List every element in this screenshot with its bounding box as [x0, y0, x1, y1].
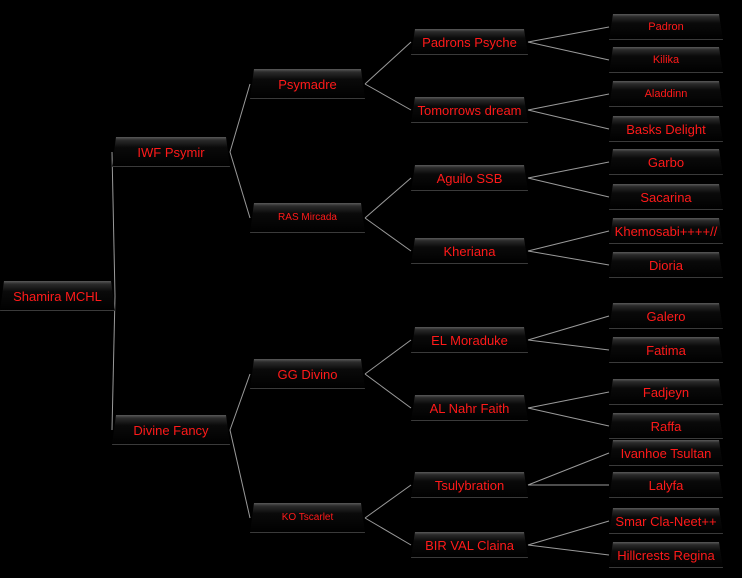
pedigree-node-aguilo-ssb: Aguilo SSB [411, 165, 528, 191]
connector-bir-val-claina-to-smar-cla-neet [527, 520, 610, 546]
pedigree-node-ivanhoe-tsultan: Ivanhoe Tsultan [609, 440, 723, 466]
pedigree-node-dioria: Dioria [609, 252, 723, 278]
pedigree-node-padrons-psyche: Padrons Psyche [411, 29, 528, 55]
pedigree-node-psymadre: Psymadre [250, 69, 365, 99]
pedigree-node-galero: Galero [609, 303, 723, 329]
connector-psymadre-to-tomorrows-dream [364, 83, 412, 111]
connector-aguilo-ssb-to-sacarina [527, 177, 610, 198]
pedigree-node-kheriana: Kheriana [411, 238, 528, 264]
connector-shamira-mchl-to-iwf-psymir [111, 151, 116, 297]
connector-tomorrows-dream-to-aladdinn [527, 93, 610, 111]
pedigree-node-tomorrows-dream: Tomorrows dream [411, 97, 528, 123]
pedigree-node-garbo: Garbo [609, 149, 723, 175]
connector-ko-tscarlet-to-bir-val-claina [364, 517, 412, 546]
connector-tomorrows-dream-to-basks-delight [527, 109, 610, 130]
pedigree-node-fadjeyn: Fadjeyn [609, 379, 723, 405]
pedigree-node-ko-tscarlet: KO Tscarlet [250, 503, 365, 533]
connector-padrons-psyche-to-padron [527, 26, 610, 43]
pedigree-node-tsulybration: Tsulybration [411, 472, 528, 498]
connector-divine-fancy-to-ko-tscarlet [229, 429, 251, 519]
connector-ras-mircada-to-aguilo-ssb [364, 177, 412, 219]
connector-divine-fancy-to-gg-divino [229, 373, 251, 431]
connector-gg-divino-to-al-nahr-faith [364, 373, 412, 409]
pedigree-node-iwf-psymir: IWF Psymir [112, 137, 230, 167]
connector-ras-mircada-to-kheriana [364, 217, 412, 252]
pedigree-node-ras-mircada: RAS Mircada [250, 203, 365, 233]
connector-psymadre-to-padrons-psyche [364, 41, 412, 85]
connector-ko-tscarlet-to-tsulybration [364, 484, 412, 519]
pedigree-node-al-nahr-faith: AL Nahr Faith [411, 395, 528, 421]
connector-el-moraduke-to-fatima [527, 339, 610, 351]
pedigree-node-sacarina: Sacarina [609, 184, 723, 210]
connector-bir-val-claina-to-hillcrests-regina [527, 544, 610, 556]
connector-shamira-mchl-to-divine-fancy [111, 295, 116, 431]
pedigree-node-khemosabi: Khemosabi++++// [609, 218, 723, 244]
connector-aguilo-ssb-to-garbo [527, 161, 610, 179]
pedigree-node-bir-val-claina: BIR VAL Claina [411, 532, 528, 558]
pedigree-node-lalyfa: Lalyfa [609, 472, 723, 498]
pedigree-node-fatima: Fatima [609, 337, 723, 363]
connector-iwf-psymir-to-ras-mircada [229, 151, 251, 219]
connector-tsulybration-to-ivanhoe-tsultan [527, 452, 610, 486]
connector-el-moraduke-to-galero [527, 315, 610, 341]
connector-al-nahr-faith-to-raffa [527, 407, 610, 427]
pedigree-node-shamira-mchl: Shamira MCHL [0, 281, 115, 311]
pedigree-node-hillcrests-regina: Hillcrests Regina [609, 542, 723, 568]
connector-padrons-psyche-to-kilika [527, 41, 610, 61]
pedigree-node-smar-cla-neet: Smar Cla-Neet++ [609, 508, 723, 534]
pedigree-node-el-moraduke: EL Moraduke [411, 327, 528, 353]
pedigree-node-basks-delight: Basks Delight [609, 116, 723, 142]
pedigree-node-kilika: Kilika [609, 47, 723, 73]
connector-al-nahr-faith-to-fadjeyn [527, 391, 610, 409]
pedigree-node-gg-divino: GG Divino [250, 359, 365, 389]
connector-gg-divino-to-el-moraduke [364, 339, 412, 375]
pedigree-node-raffa: Raffa [609, 413, 723, 439]
connector-iwf-psymir-to-psymadre [229, 83, 251, 153]
pedigree-node-divine-fancy: Divine Fancy [112, 415, 230, 445]
pedigree-node-padron: Padron [609, 14, 723, 40]
connector-kheriana-to-dioria [527, 250, 610, 266]
connector-kheriana-to-khemosabi [527, 230, 610, 252]
pedigree-node-aladdinn: Aladdinn [609, 81, 723, 107]
